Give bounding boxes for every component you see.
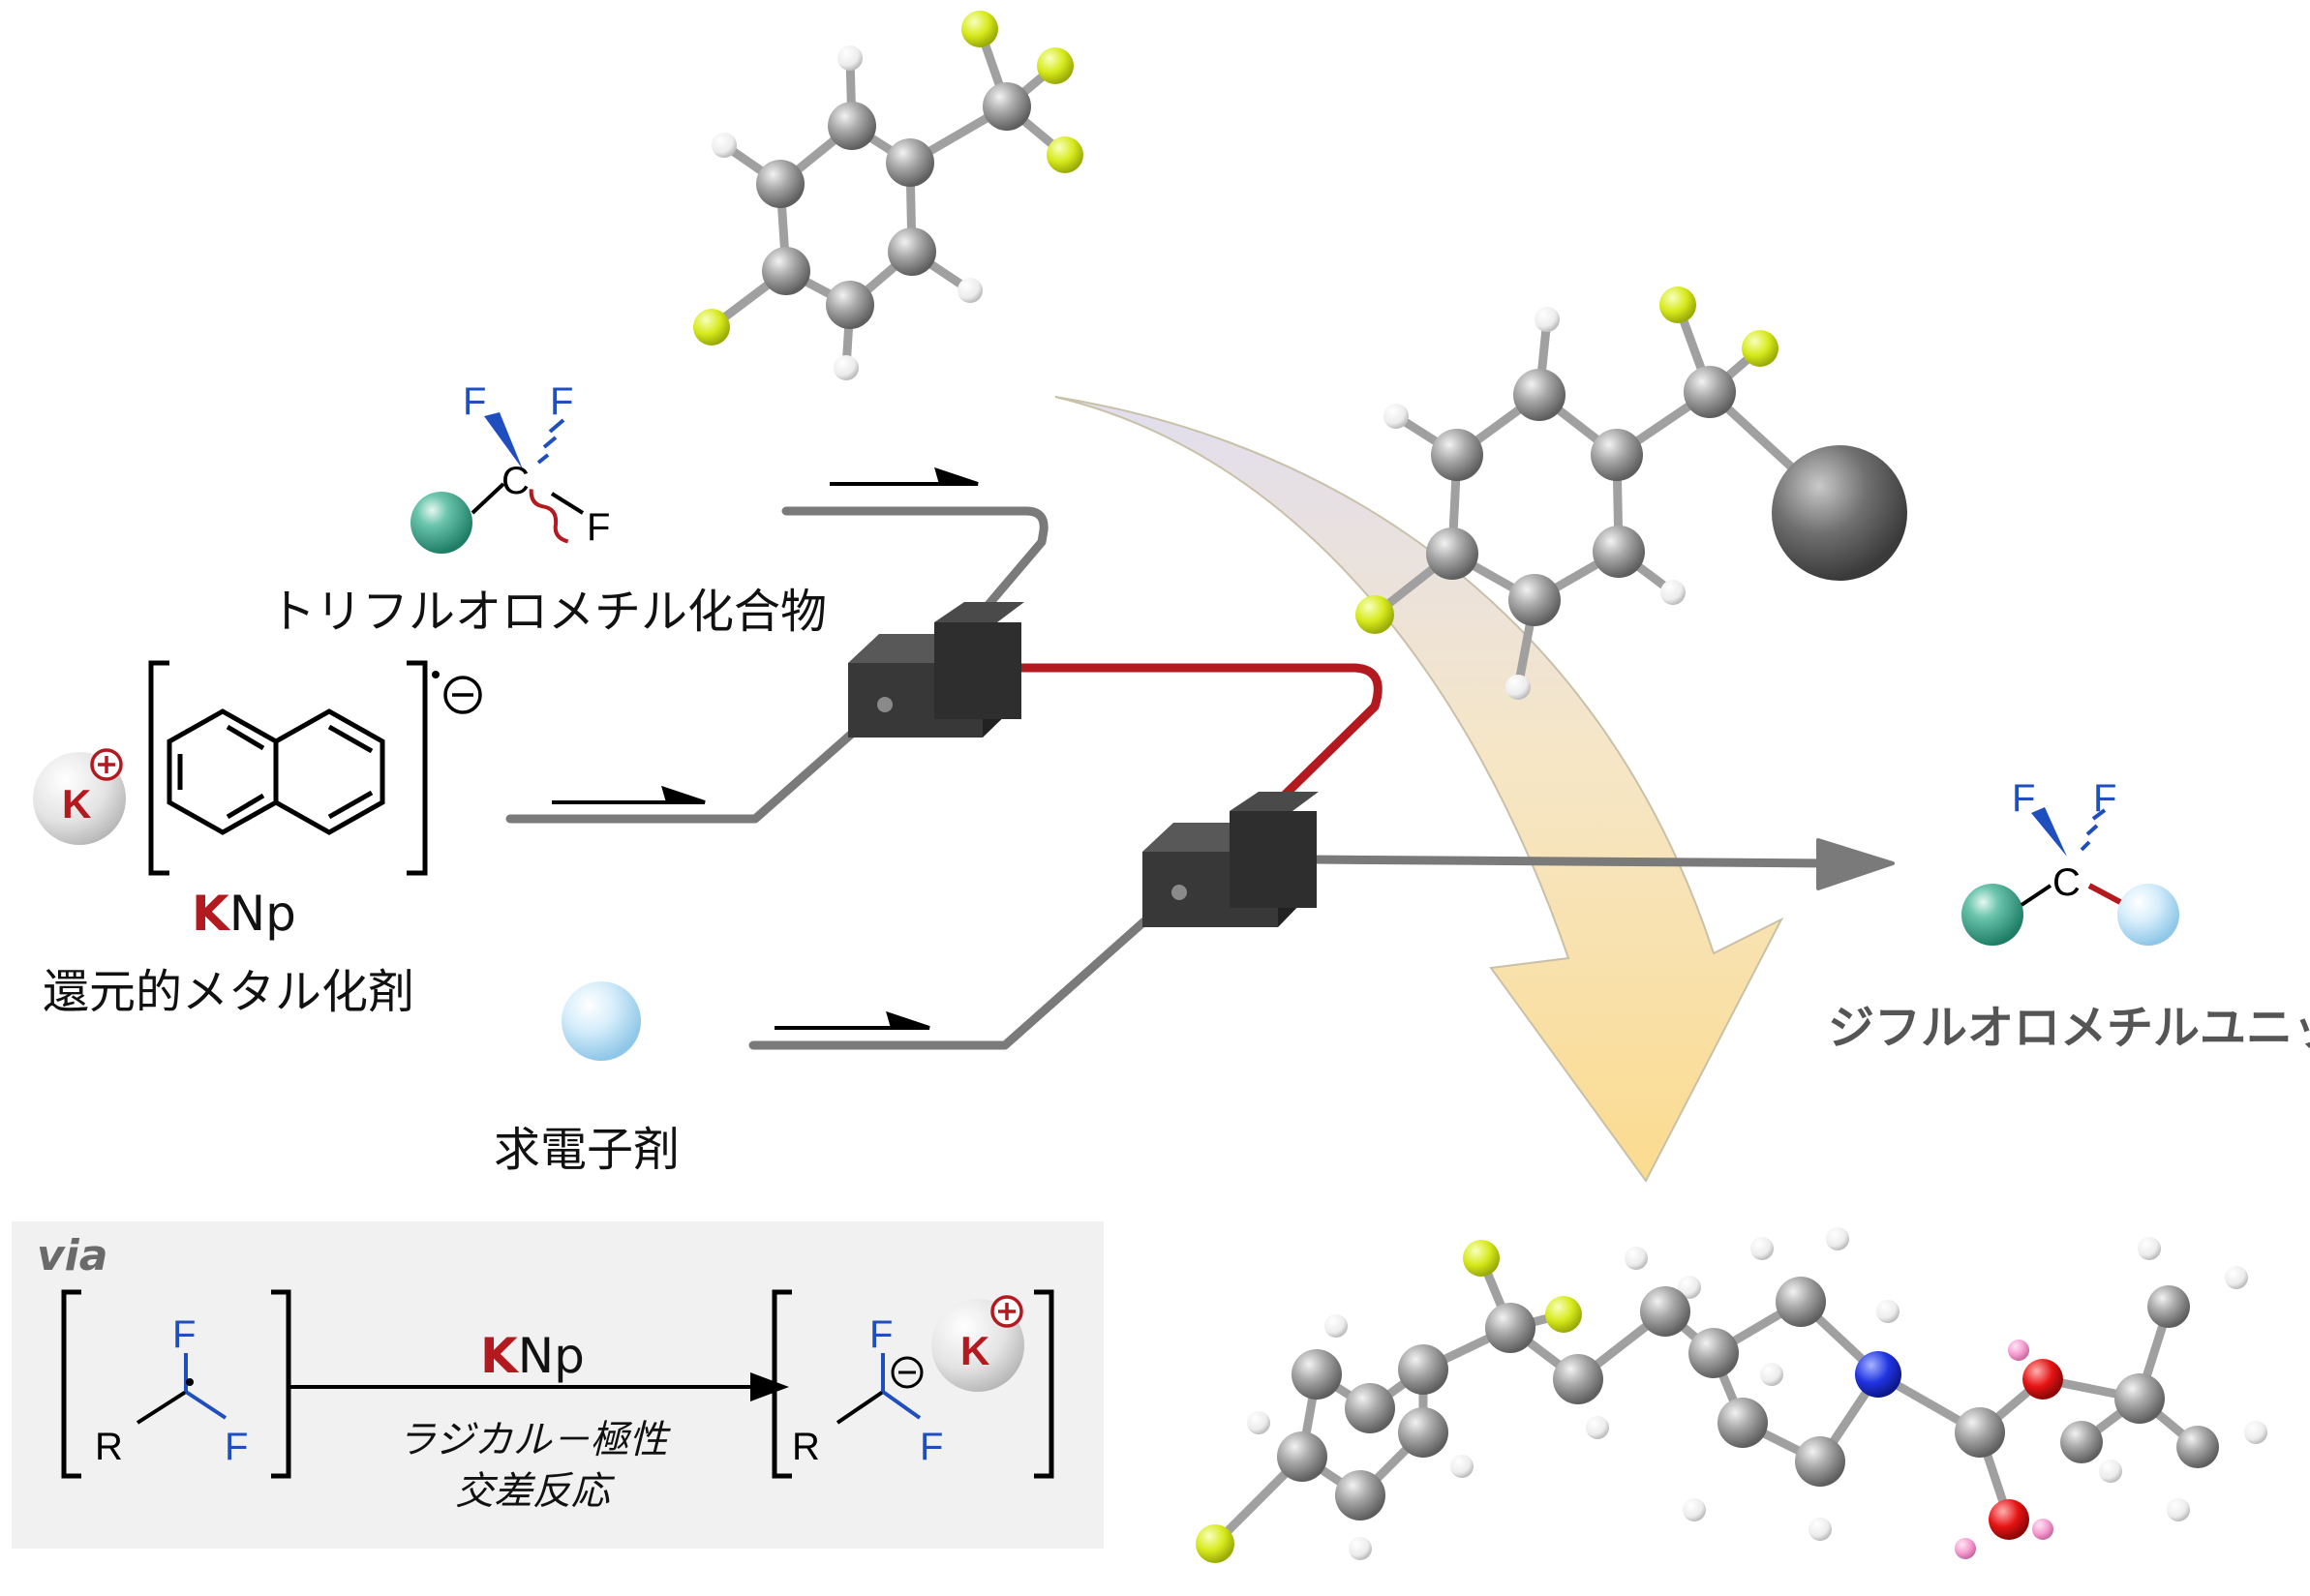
right-bracket [407, 660, 428, 876]
direction-arrows [552, 467, 979, 1030]
cf2-f-right: F [2093, 777, 2116, 820]
via-radical-f-top: F [172, 1313, 196, 1356]
via-anion-f-top: F [869, 1313, 893, 1356]
left-bracket [148, 660, 169, 876]
knp-np: Np [228, 886, 296, 942]
via-radical-f-right: F [225, 1426, 248, 1468]
molecule-model-cf3-arene [693, 11, 1083, 380]
via-reagent-np: Np [517, 1328, 585, 1384]
wavy-bond-icon [529, 489, 569, 544]
via-scheme [12, 1221, 1104, 1549]
k-sphere-2-letter: K [960, 1328, 989, 1373]
flow-line-intermediate [1002, 663, 1383, 816]
via-anion-r: R [792, 1426, 820, 1468]
label-trifluoromethyl-compound: トリフルオロメチル化合物 [269, 585, 828, 639]
cf3-f-bottom: F [587, 506, 610, 549]
difluoromethyl-unit-structure [1961, 807, 2179, 946]
electrophile-sphere [562, 981, 641, 1061]
cf2-c: C [2052, 861, 2081, 904]
label-knp: KNp [192, 886, 296, 942]
via-arrow-text-line1: ラジカル－極性 [397, 1418, 668, 1462]
label-difluoromethyl-unit: ジフルオロメチルユニット [1828, 1001, 2310, 1055]
via-reagent-k: K [480, 1328, 518, 1384]
cf3-f-left: F [463, 380, 486, 423]
label-electrophile: 求電子剤 [494, 1123, 681, 1177]
cf3-c: C [502, 460, 530, 502]
cf3-structure [410, 412, 585, 554]
molecule-model-difluoromethyl-metal [1355, 286, 1907, 700]
flow-lines [505, 506, 1895, 1050]
flow-line-output-head [1816, 838, 1895, 890]
atom-labels: F F C F K F F C F R F F R F K [62, 380, 2116, 1468]
via-label: via [37, 1231, 108, 1280]
cf3-f-right: F [550, 380, 573, 423]
knp-k: K [192, 886, 229, 942]
big-transformation-arrow [1054, 396, 1784, 1183]
flow-line-knp-input [505, 699, 891, 824]
k-sphere-1-letter: K [62, 781, 91, 827]
flow-line-output [1307, 855, 1835, 868]
via-anion-f-right: F [920, 1426, 943, 1468]
flow-line-cf3-input [781, 506, 1049, 624]
via-reagent: KNp [480, 1328, 585, 1384]
mixer-block-2 [1142, 792, 1319, 927]
via-radical-r: R [95, 1426, 123, 1468]
via-arrow-text-line2: 交差反応 [455, 1469, 610, 1514]
knp-structure [148, 660, 428, 876]
radical-anion-icon [432, 671, 482, 714]
cf2-f-left: F [2012, 777, 2035, 820]
potassium-sphere-1 [33, 748, 126, 845]
label-reducing-agent-desc: 還元的メタル化剤 [43, 965, 415, 1019]
molecule-model-product [1196, 1227, 2267, 1563]
teal-group-sphere [410, 492, 472, 554]
mixer-block-1 [848, 602, 1024, 738]
flow-line-electrophile-input [748, 886, 1184, 1050]
